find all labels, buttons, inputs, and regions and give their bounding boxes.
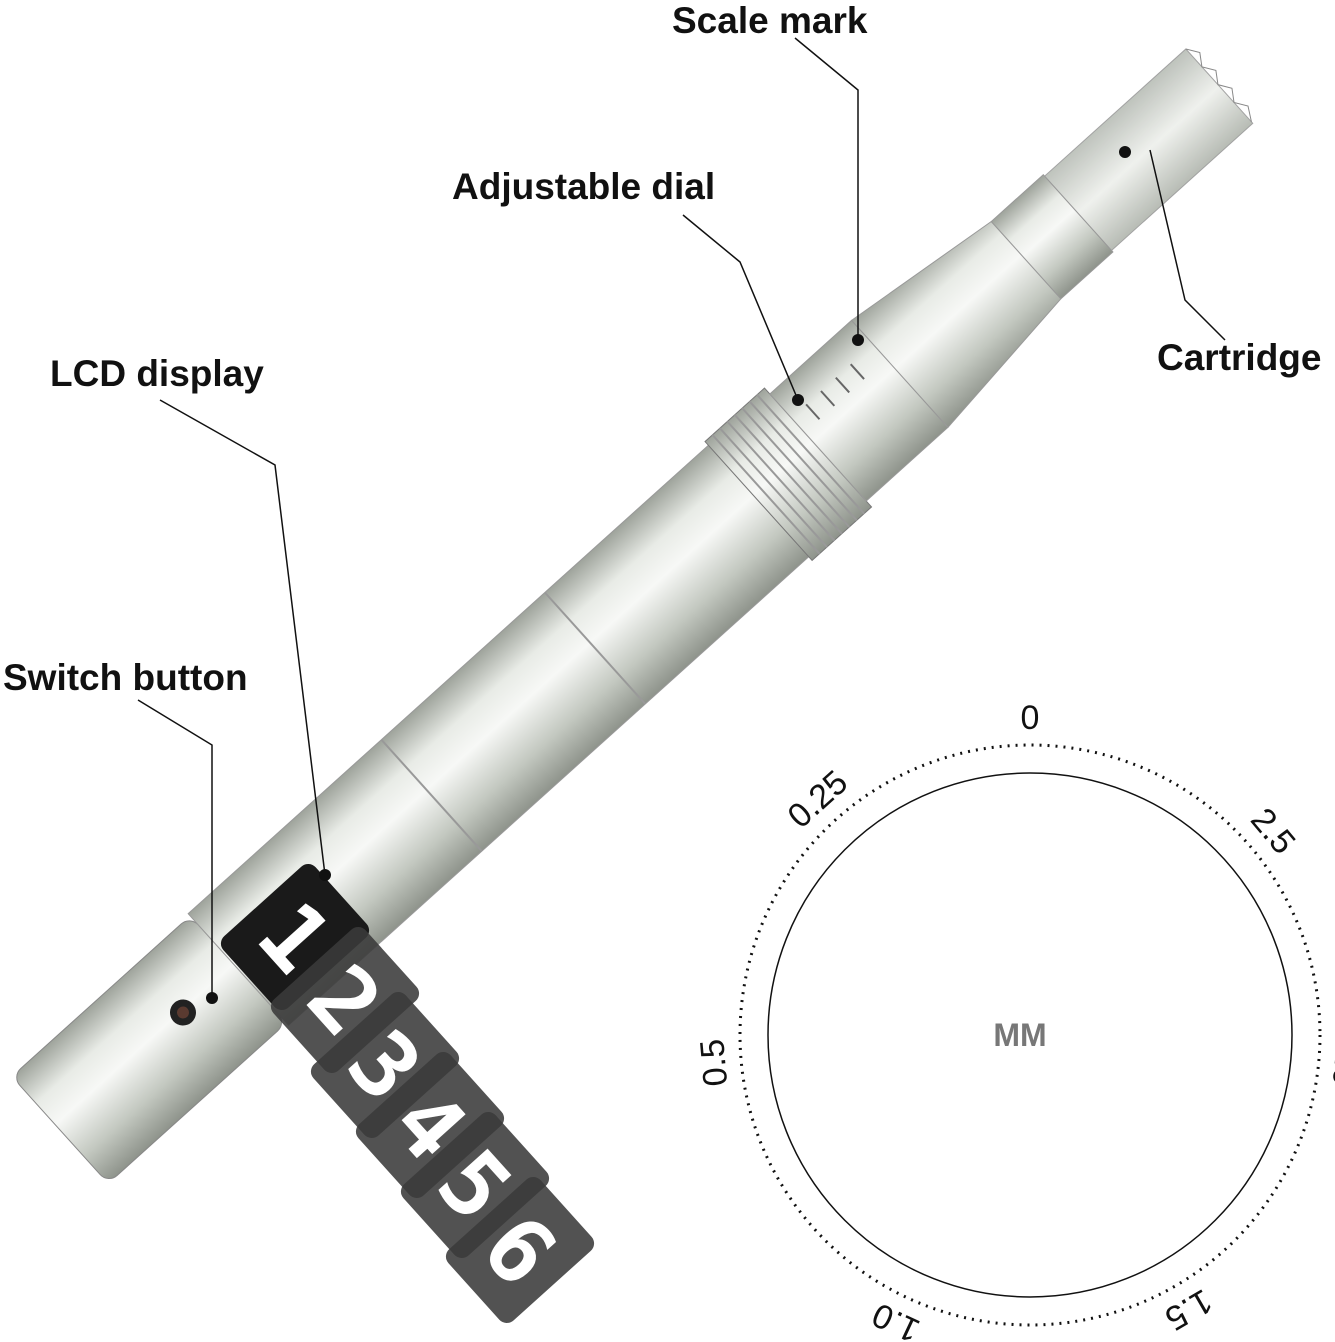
dial-unit: MM — [993, 1017, 1046, 1053]
dial-dotted-ring — [738, 743, 1322, 1327]
dial-mark-label: 2.0 — [1325, 1037, 1335, 1087]
dial-mark-label: 0.5 — [693, 1037, 735, 1087]
lcd-dot — [319, 869, 331, 881]
cartridge-dot — [1119, 146, 1131, 158]
dial-mark-label: 1.5 — [1159, 1281, 1219, 1338]
dial-inner-circle — [767, 772, 1293, 1298]
pen-body — [16, 48, 1254, 1180]
dial-mark-label: 0 — [1021, 699, 1040, 737]
leader-lines — [137, 37, 1226, 998]
dial-mark-label: 0.25 — [781, 763, 856, 836]
dial-dot — [792, 394, 804, 406]
callout-cartridge: Cartridge — [1157, 337, 1322, 378]
dial-mark-label: 1.0 — [867, 1295, 926, 1342]
callout-lcd-display: LCD display — [50, 353, 264, 394]
callout-scale-mark: Scale mark — [672, 0, 868, 41]
switch-dot — [206, 992, 218, 1004]
callout-switch-button: Switch button — [3, 657, 248, 698]
dial-mark-label: 2.5 — [1243, 801, 1302, 862]
depth-dial: MM 0 0.25 0.5 1.0 1.5 2.0 2.5 — [693, 699, 1335, 1342]
callout-adjustable-dial: Adjustable dial — [452, 166, 716, 207]
cartridge — [1043, 48, 1254, 252]
scale-mark-dot — [852, 334, 864, 346]
